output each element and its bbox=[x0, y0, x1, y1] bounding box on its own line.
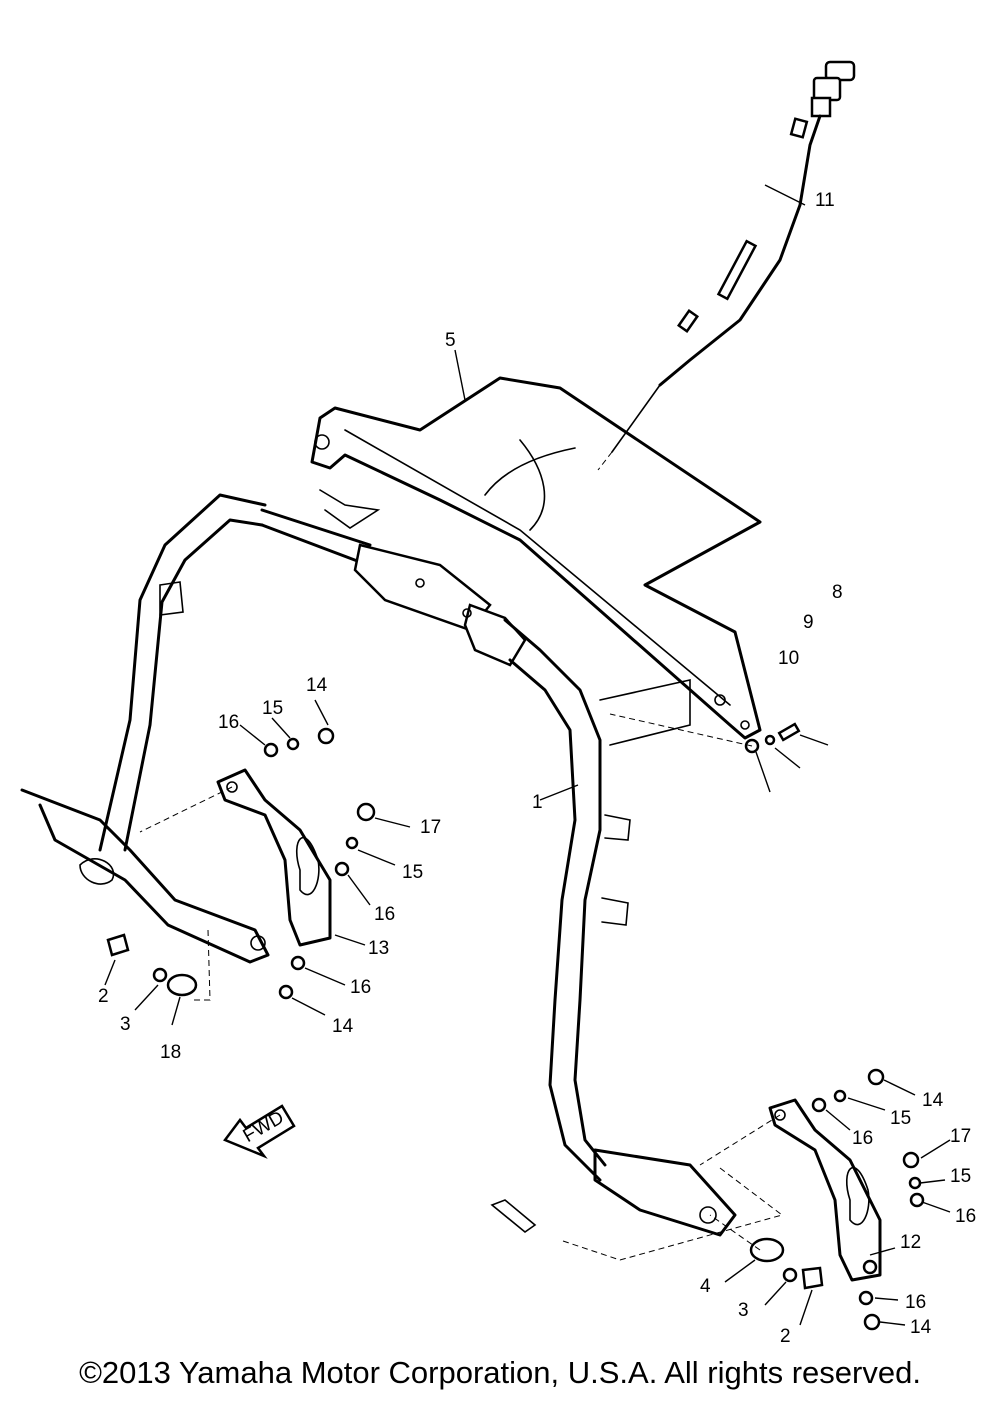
callout-numbers: 11 5 8 9 10 1 14 15 16 17 15 16 13 16 14… bbox=[98, 190, 976, 1347]
callout-14: 14 bbox=[306, 675, 328, 696]
callout-4: 4 bbox=[700, 1276, 711, 1297]
callout-14: 14 bbox=[332, 1016, 354, 1037]
callout-15: 15 bbox=[890, 1108, 911, 1129]
callout-3: 3 bbox=[738, 1300, 749, 1321]
callout-17: 17 bbox=[950, 1126, 971, 1147]
dash-panel-part bbox=[310, 376, 762, 740]
callout-17: 17 bbox=[420, 817, 441, 838]
callout-3: 3 bbox=[120, 1014, 131, 1035]
handlebar-frame-part bbox=[20, 489, 737, 1237]
hardware-parts bbox=[106, 722, 925, 1331]
copyright-notice: ©2013 Yamaha Motor Corporation, U.S.A. A… bbox=[79, 1355, 921, 1390]
callout-14: 14 bbox=[922, 1090, 944, 1111]
callout-16: 16 bbox=[374, 904, 395, 925]
callout-13: 13 bbox=[368, 938, 389, 959]
callout-5: 5 bbox=[445, 330, 456, 351]
callout-16: 16 bbox=[350, 977, 371, 998]
callout-15: 15 bbox=[950, 1166, 971, 1187]
callout-14: 14 bbox=[910, 1317, 932, 1338]
leader-lines bbox=[104, 184, 951, 1326]
callout-9: 9 bbox=[803, 612, 814, 633]
callout-16: 16 bbox=[955, 1206, 976, 1227]
left-bracket-part bbox=[216, 768, 332, 947]
right-bracket-part bbox=[768, 1098, 882, 1282]
callout-2: 2 bbox=[98, 986, 109, 1007]
cable-part bbox=[611, 60, 856, 453]
callout-8: 8 bbox=[832, 582, 843, 603]
callout-15: 15 bbox=[402, 862, 423, 883]
callout-1: 1 bbox=[532, 792, 543, 813]
connection-lines bbox=[139, 451, 784, 1261]
callout-16: 16 bbox=[905, 1292, 926, 1313]
callout-11: 11 bbox=[815, 190, 835, 211]
callout-10: 10 bbox=[778, 648, 799, 669]
callout-12: 12 bbox=[900, 1232, 921, 1253]
fwd-direction-arrow: FWD bbox=[223, 1104, 296, 1159]
callout-16: 16 bbox=[852, 1128, 873, 1149]
callout-15: 15 bbox=[262, 698, 283, 719]
callout-18: 18 bbox=[160, 1042, 181, 1063]
callout-2: 2 bbox=[780, 1326, 791, 1347]
callout-16: 16 bbox=[218, 712, 239, 733]
